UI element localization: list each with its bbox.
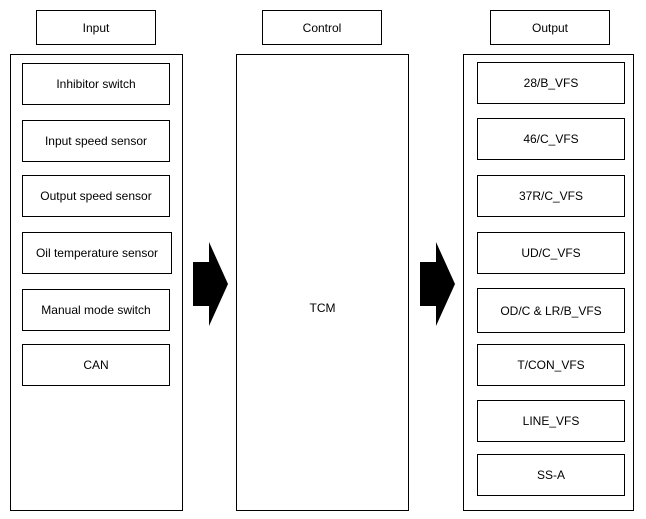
header-control: Control bbox=[262, 10, 382, 45]
input-manual-mode-switch: Manual mode switch bbox=[22, 289, 170, 331]
output-46c-vfs: 46/C_VFS bbox=[477, 118, 625, 160]
input-inhibitor-switch: Inhibitor switch bbox=[22, 63, 170, 105]
output-28b-vfs: 28/B_VFS bbox=[477, 62, 625, 104]
output-udc-vfs: UD/C_VFS bbox=[477, 232, 625, 274]
input-output-speed-sensor: Output speed sensor bbox=[22, 175, 170, 217]
input-oil-temperature-sensor: Oil temperature sensor bbox=[22, 232, 172, 274]
arrow-control-to-output bbox=[420, 242, 455, 326]
arrow-input-to-control bbox=[193, 242, 228, 326]
output-37rc-vfs: 37R/C_VFS bbox=[477, 175, 625, 217]
arrow-input-to-control-shape bbox=[193, 242, 228, 326]
header-output: Output bbox=[490, 10, 610, 45]
tcm-label: TCM bbox=[309, 301, 336, 315]
input-can: CAN bbox=[22, 344, 170, 386]
output-ss-a: SS-A bbox=[477, 454, 625, 496]
arrow-control-to-output-shape bbox=[420, 242, 455, 326]
output-tcon-vfs: T/CON_VFS bbox=[477, 344, 625, 386]
output-odc-lrb-vfs: OD/C & LR/B_VFS bbox=[477, 288, 625, 333]
control-panel bbox=[236, 54, 409, 511]
input-input-speed-sensor: Input speed sensor bbox=[22, 120, 170, 162]
header-input: Input bbox=[36, 10, 156, 45]
output-line-vfs: LINE_VFS bbox=[477, 400, 625, 442]
